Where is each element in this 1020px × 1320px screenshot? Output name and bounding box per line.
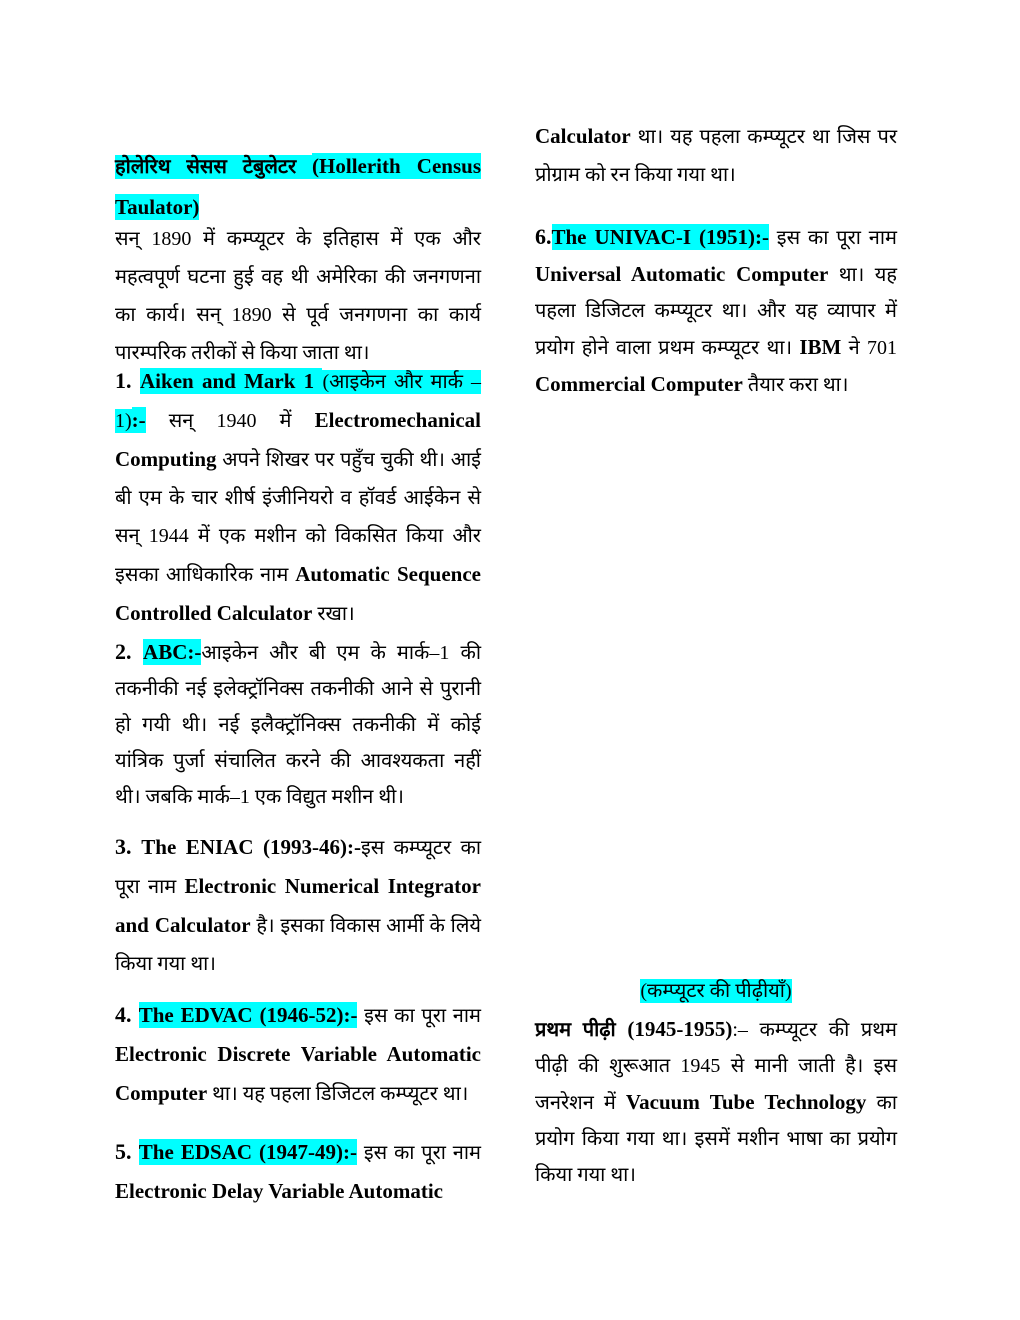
intro-heading: होलेरिथ सेसस टेबुलेटर (Hollerith Census … (115, 147, 481, 229)
text-run: Vacuum Tube Technology (625, 1090, 867, 1114)
text-run: है। इसका विकास आर्मी के लिये किया गया था… (115, 915, 481, 975)
right-column: Calculator था। यह पहला कम्प्यूटर था जिस … (535, 0, 897, 1320)
text-run: Electronic Numerical Integrator and Calc… (115, 874, 481, 937)
text-run: Universal Automatic Computer (535, 262, 829, 286)
text-run: Electronic Delay Variable Automatic (115, 1179, 443, 1203)
text-run: होलेरिथ सेसस टेबुलेटर (115, 155, 313, 179)
text-run: 6. (535, 224, 552, 249)
text-run: 3. (115, 834, 142, 859)
text-run: (कम्प्यूटर की पीढ़ीयाँ) (640, 979, 792, 1003)
text-run: The UNIVAC-I (1951):- (551, 224, 770, 250)
text-run: ABC:- (143, 639, 202, 665)
text-run: (1945-1955) (627, 1017, 733, 1041)
section-abc: 2. ABC:-आइकेन और बी एम के मार्क–1 की तकन… (115, 634, 481, 816)
text-run: :– कम्प्यूटर की प्रथम पीढ़ी की शुरूआत 19… (535, 1019, 897, 1114)
intro-paragraph: सन् 1890 में कम्प्यूटर के इतिहास में एक … (115, 221, 481, 373)
text-run: इस कम्प्यूटर का पूरा नाम (115, 837, 482, 898)
edsac-continuation-paragraph: Calculator था। यह पहला कम्प्यूटर था जिस … (535, 118, 897, 195)
section-eniac: 3. The ENIAC (1993-46):-इस कम्प्यूटर का … (115, 829, 481, 984)
text-run: आइकेन और बी एम के मार्क–1 की तकनीकी नई इ… (115, 642, 481, 808)
text-run: 1. (115, 368, 141, 393)
text-run: रखा। (312, 603, 355, 625)
text-run: Aiken and Mark 1 (140, 368, 323, 394)
text-run: 5. (115, 1139, 139, 1164)
text-run: सन् 1940 में (145, 410, 315, 432)
text-run: Commercial Computer (535, 372, 743, 396)
text-run: इस का पूरा नाम (769, 227, 897, 249)
text-run: 2. (115, 639, 144, 664)
text-run: :- (131, 407, 146, 433)
text-run: 4. (115, 1002, 139, 1027)
section-edsac: 5. The EDSAC (1947-49):- इस का पूरा नाम … (115, 1133, 481, 1212)
text-run: सन् 1890 में कम्प्यूटर के इतिहास में एक … (115, 228, 481, 364)
text-run: था। यह पहला डिजिटल कम्प्यूटर था। और यह व… (535, 264, 897, 359)
section-edvac: 4. The EDVAC (1946-52):- इस का पूरा नाम … (115, 996, 481, 1114)
text-run: The EDVAC (1946-52):- (138, 1002, 358, 1028)
text-run: का प्रयोग किया गया था। इसमें मशीन भाषा क… (535, 1092, 897, 1186)
text-run: Electronic Discrete Variable Automatic C… (115, 1042, 481, 1105)
text-run: IBM (799, 335, 842, 359)
section-univac: 6.The UNIVAC-I (1951):- इस का पूरा नाम U… (535, 219, 897, 404)
text-run: इस का पूरा नाम (357, 1142, 482, 1164)
text-run: इस का पूरा नाम (357, 1005, 482, 1027)
text-run: अपने शिखर पर पहुँच चुकी थी। आई बी एम के … (115, 449, 481, 586)
text-run: ने 701 (841, 337, 897, 359)
text-run: Automatic Sequence Controlled Calculator (115, 562, 481, 625)
left-column: होलेरिथ सेसस टेबुलेटर (Hollerith Census … (115, 0, 481, 1320)
text-run: था। यह पहला डिजिटल कम्प्यूटर था। (207, 1083, 469, 1105)
text-run: प्रथम पीढ़ी (535, 1019, 628, 1041)
generations-heading: (कम्प्यूटर की पीढ़ीयाँ) (535, 976, 897, 1008)
generations-first-generation-paragraph: प्रथम पीढ़ी (1945-1955):– कम्प्यूटर की प… (535, 1012, 897, 1194)
text-run: Calculator (535, 124, 631, 148)
text-run: था। यह पहला कम्प्यूटर था जिस पर प्रोग्रा… (535, 126, 897, 186)
text-run: The EDSAC (1947-49):- (138, 1139, 358, 1165)
section-aiken-mark1: 1. Aiken and Mark 1 (आइकेन और मार्क –1):… (115, 362, 481, 634)
text-run: तैयार करा था। (742, 374, 849, 396)
text-run: The ENIAC (1993-46):- (141, 835, 361, 859)
text-run: Electromechanical Computing (115, 408, 481, 471)
